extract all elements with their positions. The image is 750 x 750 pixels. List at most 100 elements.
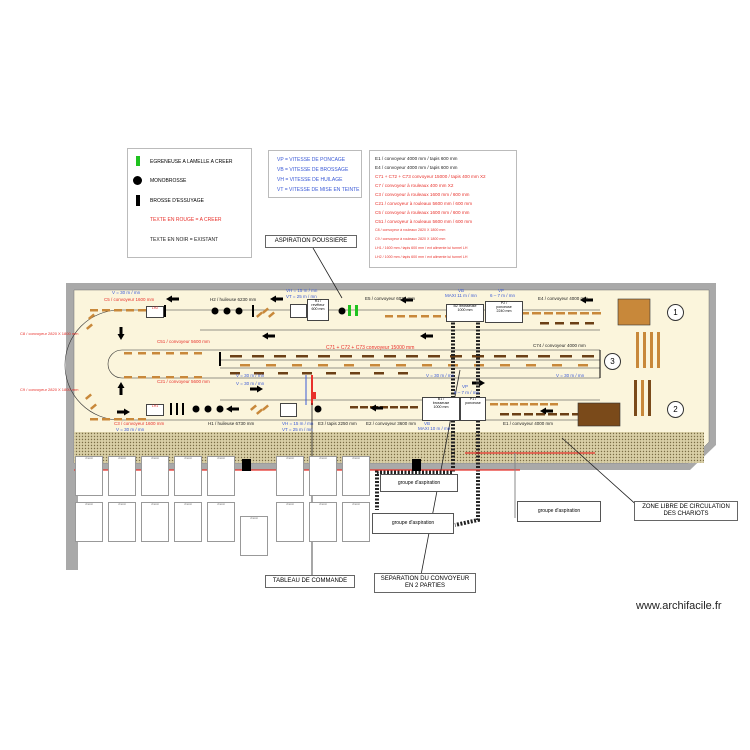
board — [126, 309, 134, 312]
board — [360, 406, 368, 409]
board — [548, 413, 557, 416]
board — [526, 364, 536, 367]
speed-vb: VB = VITESSE DE BROSSAGE — [277, 167, 349, 173]
board — [450, 355, 462, 358]
board — [250, 404, 257, 411]
legend-noir: TEXTE EN NOIR = EXISTANT — [150, 237, 219, 243]
board — [194, 376, 202, 379]
board — [152, 376, 160, 379]
label-e5: E5 / convoyeur 6070 mm — [365, 296, 416, 301]
board — [510, 403, 518, 406]
board — [87, 313, 95, 320]
monobrosse-icon — [235, 307, 243, 315]
board — [524, 413, 533, 416]
board — [400, 406, 408, 409]
arrow-right-icon — [250, 385, 263, 393]
speed-vt: VT = VITESSE DE MISE EN TEINTE — [277, 187, 360, 193]
board — [256, 408, 263, 415]
label-c51: C51 / convoyeur 5600 mm — [157, 339, 210, 344]
board — [585, 322, 594, 325]
board — [552, 364, 562, 367]
label-v30-top: V = 30 m / mn — [112, 290, 141, 295]
callout-separation: SEPARATION DU CONVOYEUR EN 2 PARTIES — [374, 573, 476, 593]
chariot: chariot — [141, 456, 169, 496]
board — [152, 352, 160, 355]
chariot: chariot — [207, 502, 235, 542]
ponceuse-p1: P1 /ponceuse — [460, 397, 486, 421]
conveyor-list-item: C71 + C72 + C73 convoyeur 15000 / tapis … — [375, 174, 486, 179]
black-dot-icon — [133, 176, 142, 185]
board — [230, 372, 240, 375]
board — [560, 355, 572, 358]
arrow-down-icon — [117, 327, 125, 340]
arrow-left-icon — [400, 296, 413, 304]
board — [410, 406, 418, 409]
conveyor-list-item: LH1 / 1600 mm / tapis 600 mm / ext alime… — [375, 246, 468, 250]
stacked-boards — [634, 332, 660, 416]
arrow-up-icon — [117, 382, 125, 395]
board — [180, 352, 188, 355]
board — [114, 418, 122, 421]
chariot: chariot — [75, 456, 103, 496]
label-c3: C3 / convoyeur 1600 mm — [114, 421, 165, 426]
board — [556, 312, 565, 315]
conveyor-list-item: C9 / convoyeur à rouleaux 2820 X 1800 mm — [375, 237, 446, 241]
board — [292, 364, 302, 367]
conveyor-list-item: C51 / convoyeur à rouleaux 5600 mm / 600… — [375, 219, 473, 224]
board — [500, 364, 510, 367]
aspiration-group-3: groupe d'aspiration — [517, 501, 601, 522]
brosse-icon — [170, 403, 172, 415]
speed-vp: VP = VITESSE DE PONCAGE — [277, 157, 346, 163]
board — [256, 311, 263, 318]
monobrosse-icon — [314, 405, 322, 413]
legend-monobrosse: MONOBROSSE — [150, 178, 187, 184]
board — [262, 404, 269, 411]
station-2-marker: 2 — [667, 401, 684, 418]
egreneuse-icon — [348, 305, 351, 316]
board — [126, 418, 134, 421]
board — [520, 312, 529, 315]
label-v30-c: V = 30 m / mn — [426, 373, 455, 378]
board — [538, 355, 550, 358]
arrow-right-icon — [117, 408, 130, 416]
label-c71: C71 + C72 + C73 convoyeur 15000 mm — [326, 345, 415, 351]
board — [262, 307, 269, 314]
label-v30-b: V = 30 m / mn — [236, 381, 265, 386]
label-e4: E4 / convoyeur 4000 mm — [538, 296, 589, 301]
board — [433, 315, 441, 318]
board — [180, 376, 188, 379]
arrow-left-icon — [226, 405, 239, 413]
aspiration-group-1: groupe d'aspiration — [380, 474, 458, 492]
label-e2: E2 / convoyeur 3600 mm — [366, 421, 417, 426]
label-v67-bot: 6 – 7 m / mn — [454, 390, 480, 395]
conveyor-list-item: C5 / convoyeur à rouleaux 1600 mm / 600 … — [375, 210, 470, 215]
board — [490, 403, 498, 406]
board — [516, 355, 528, 358]
board — [500, 413, 509, 416]
board — [302, 372, 312, 375]
board — [540, 403, 548, 406]
board — [428, 355, 440, 358]
board — [384, 355, 396, 358]
callout-aspiration: ASPIRATION POUSSIERE — [265, 235, 357, 248]
monobrosse-icon — [338, 307, 346, 315]
chariot: chariot — [309, 456, 337, 496]
board — [138, 352, 146, 355]
board — [592, 312, 601, 315]
board — [520, 403, 528, 406]
board — [532, 312, 541, 315]
label-h2: H2 / huileuse 6230 mm — [210, 297, 257, 302]
board — [254, 372, 264, 375]
board — [85, 323, 93, 330]
board — [578, 364, 588, 367]
label-h1: H1 / huileuse 6730 mm — [208, 421, 255, 426]
board — [374, 372, 384, 375]
board — [472, 355, 484, 358]
board — [512, 413, 521, 416]
board — [278, 372, 288, 375]
board — [500, 403, 508, 406]
board — [194, 352, 202, 355]
board — [570, 322, 579, 325]
separation-conveyor — [454, 305, 480, 527]
speed-legend-box: VP = VITESSE DE PONCAGE VB = VITESSE DE … — [268, 150, 362, 198]
